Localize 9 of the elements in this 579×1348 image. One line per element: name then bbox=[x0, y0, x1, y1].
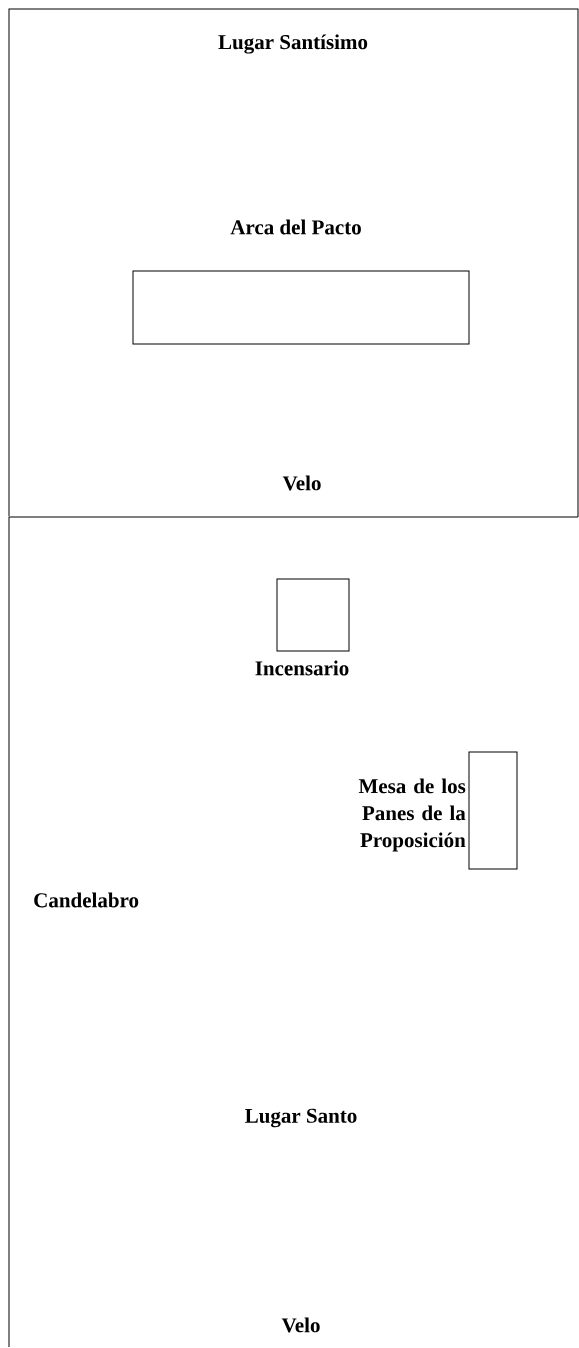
ark-box: Arca del Pacto bbox=[132, 219, 470, 345]
node-label: Arca del Pacto bbox=[230, 219, 361, 235]
room-label: Velo bbox=[281, 1317, 320, 1333]
node-label: Mesa de los Panes de la Proposición bbox=[358, 778, 466, 852]
node-label: Incensario bbox=[255, 660, 349, 676]
room-label: Velo bbox=[282, 475, 321, 491]
room-label: Candelabro bbox=[34, 892, 139, 908]
table-box: Mesa de los Panes de la Proposición bbox=[358, 751, 518, 870]
altar-box: Incensario bbox=[255, 578, 350, 676]
